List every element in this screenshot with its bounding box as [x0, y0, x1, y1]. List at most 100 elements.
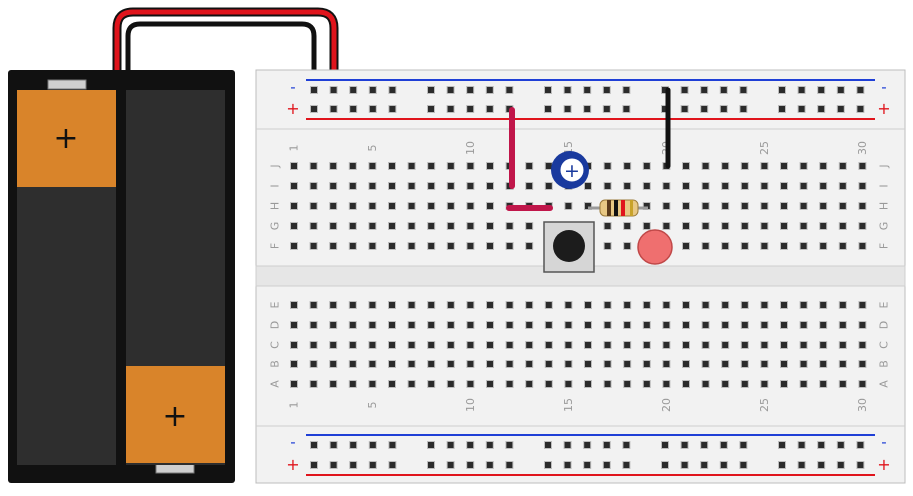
breadboard-hole: [701, 360, 710, 368]
breadboard-hole: [505, 380, 514, 388]
rail-hole: [368, 441, 377, 449]
breadboard-hole: [505, 341, 514, 349]
breadboard-hole: [740, 380, 749, 388]
breadboard-hole: [446, 222, 455, 230]
top-rail-plus-right: +: [877, 99, 890, 118]
breadboard-hole: [309, 360, 318, 368]
breadboard-hole: [819, 360, 828, 368]
breadboard-hole: [701, 242, 710, 250]
electrolytic-capacitor: +: [551, 151, 589, 189]
breadboard-hole: [427, 321, 436, 329]
rail-hole: [388, 461, 397, 469]
breadboard-hole: [642, 360, 651, 368]
rail-hole: [797, 86, 806, 94]
breadboard-hole: [623, 162, 632, 170]
breadboard-hole: [858, 162, 867, 170]
breadboard-hole: [662, 182, 671, 190]
breadboard-hole: [642, 380, 651, 388]
bottom-rail-minus-left: -: [290, 433, 295, 451]
row-label-right: F: [878, 243, 891, 249]
rail-hole: [680, 86, 689, 94]
breadboard-hole: [427, 341, 436, 349]
breadboard-hole: [838, 360, 847, 368]
breadboard-hole: [740, 182, 749, 190]
breadboard-hole: [721, 360, 730, 368]
breadboard-hole: [446, 321, 455, 329]
breadboard-hole: [368, 202, 377, 210]
breadboard-hole: [388, 202, 396, 210]
breadboard-hole: [858, 301, 867, 309]
rail-hole: [329, 105, 338, 113]
breadboard-hole: [721, 182, 730, 190]
rail-hole: [485, 105, 494, 113]
battery-terminal-tab-bottom: [155, 463, 195, 474]
breadboard-hole: [682, 341, 690, 349]
row-label-right: D: [878, 321, 891, 329]
rail-hole: [817, 86, 826, 94]
breadboard-hole: [368, 242, 377, 250]
rail-hole: [817, 461, 826, 469]
rail-hole: [856, 86, 865, 94]
breadboard-hole: [838, 202, 847, 210]
column-number-top: 1: [288, 145, 301, 152]
breadboard-hole: [799, 301, 808, 309]
breadboard-hole: [309, 301, 318, 309]
row-label-right: A: [878, 380, 891, 388]
breadboard-hole: [427, 182, 436, 190]
rail-hole: [739, 461, 748, 469]
rail-hole: [856, 105, 865, 113]
column-number-bottom: 10: [464, 398, 477, 412]
rail-hole: [368, 461, 377, 469]
breadboard-hole: [819, 341, 828, 349]
breadboard-hole: [760, 182, 769, 190]
rail-hole: [563, 461, 572, 469]
rail-hole: [388, 441, 397, 449]
breadboard-hole: [544, 380, 553, 388]
breadboard-hole: [388, 321, 396, 329]
rail-hole: [797, 105, 806, 113]
breadboard-hole: [623, 301, 632, 309]
battery-plus-label-top: +: [53, 121, 78, 156]
rail-hole: [466, 86, 475, 94]
breadboard-hole: [329, 202, 338, 210]
breadboard-hole: [799, 321, 808, 329]
breadboard-hole: [584, 301, 592, 309]
breadboard-hole: [740, 301, 749, 309]
breadboard-hole: [662, 360, 671, 368]
row-label-left: F: [269, 243, 282, 249]
breadboard-hole: [682, 162, 690, 170]
breadboard-hole: [466, 222, 475, 230]
resistor: [588, 199, 648, 217]
breadboard-hole: [603, 242, 612, 250]
rail-hole: [485, 441, 494, 449]
breadboard-hole: [740, 360, 749, 368]
breadboard-hole: [564, 341, 573, 349]
rail-hole: [388, 86, 397, 94]
breadboard-hole: [329, 242, 338, 250]
breadboard-hole: [584, 182, 592, 190]
breadboard-hole: [603, 360, 612, 368]
breadboard-hole: [348, 360, 357, 368]
breadboard-hole: [740, 162, 749, 170]
rail-hole: [544, 461, 552, 469]
breadboard-hole: [309, 242, 318, 250]
breadboard-hole: [858, 380, 867, 388]
breadboard-hole: [838, 222, 847, 230]
rail-hole: [583, 86, 592, 94]
breadboard-hole: [525, 380, 534, 388]
breadboard-hole: [368, 321, 377, 329]
breadboard-hole: [446, 162, 455, 170]
breadboard-hole: [309, 162, 318, 170]
rail-hole: [563, 441, 572, 449]
circuit-components: +: [506, 87, 673, 273]
rail-hole: [739, 86, 748, 94]
battery-terminal-right: [126, 366, 225, 463]
rail-hole: [544, 105, 552, 113]
rail-hole: [368, 86, 377, 94]
battery-terminal-tab-top: [47, 79, 87, 90]
rail-hole: [329, 461, 338, 469]
row-label-right: J: [878, 164, 891, 168]
breadboard-hole: [368, 301, 377, 309]
breadboard-hole: [290, 380, 298, 388]
breadboard-hole: [309, 341, 318, 349]
